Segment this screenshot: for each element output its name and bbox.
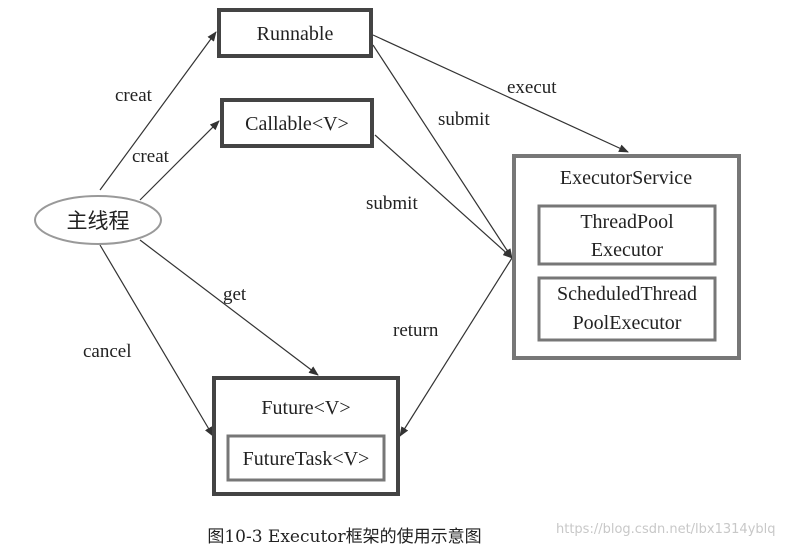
- future-node: Future<V> FutureTask<V>: [212, 376, 400, 496]
- figure-caption: 图10-3 Executor框架的使用示意图: [0, 522, 799, 547]
- thread-pool-executor-line1: ThreadPool: [580, 211, 674, 233]
- figure-caption-text: 图10-3 Executor框架的使用示意图: [207, 527, 482, 547]
- scheduled-executor-line2: PoolExecutor: [573, 312, 682, 334]
- callable-label: Callable<V>: [245, 113, 349, 135]
- return-label: return: [393, 320, 439, 341]
- runnable-label: Runnable: [257, 23, 334, 45]
- main-thread-label: 主线程: [67, 209, 130, 233]
- cancel-label: cancel: [83, 341, 132, 362]
- scheduled-executor-line1: ScheduledThread: [557, 283, 697, 305]
- watermark-text: https://blog.csdn.net/lbx1314yblq: [556, 522, 776, 537]
- runnable-node: Runnable: [217, 8, 373, 58]
- diagram-canvas: creat creat execut submit submit get can…: [34, 8, 741, 496]
- scheduled-thread-pool-executor-node: ScheduledThread PoolExecutor: [537, 276, 717, 342]
- execut-label: execut: [507, 77, 557, 98]
- creat-runnable-arrow: [99, 31, 217, 191]
- execut-arrow: [372, 34, 629, 153]
- executor-service-label: ExecutorService: [560, 167, 692, 189]
- creat-runnable-label: creat: [115, 85, 153, 106]
- main-thread-node: 主线程: [34, 195, 162, 245]
- submit-callable-arrow: [374, 134, 513, 259]
- future-task-node: FutureTask<V>: [226, 434, 386, 482]
- thread-pool-executor-line2: Executor: [591, 239, 664, 261]
- creat-callable-arrow: [139, 120, 220, 201]
- get-arrow: [139, 239, 319, 376]
- return-arrow: [399, 257, 513, 437]
- get-label: get: [223, 284, 247, 305]
- executor-service-node: ExecutorService ThreadPool Executor Sche…: [512, 154, 741, 360]
- callable-node: Callable<V>: [220, 98, 374, 148]
- submit-runnable-label: submit: [438, 109, 490, 130]
- thread-pool-executor-node: ThreadPool Executor: [537, 204, 717, 266]
- submit-callable-label: submit: [366, 193, 418, 214]
- future-task-label: FutureTask<V>: [243, 448, 370, 470]
- edges: [99, 31, 629, 437]
- submit-runnable-arrow: [372, 44, 513, 259]
- future-label: Future<V>: [261, 397, 350, 419]
- creat-callable-label: creat: [132, 146, 170, 167]
- cancel-arrow: [99, 244, 214, 437]
